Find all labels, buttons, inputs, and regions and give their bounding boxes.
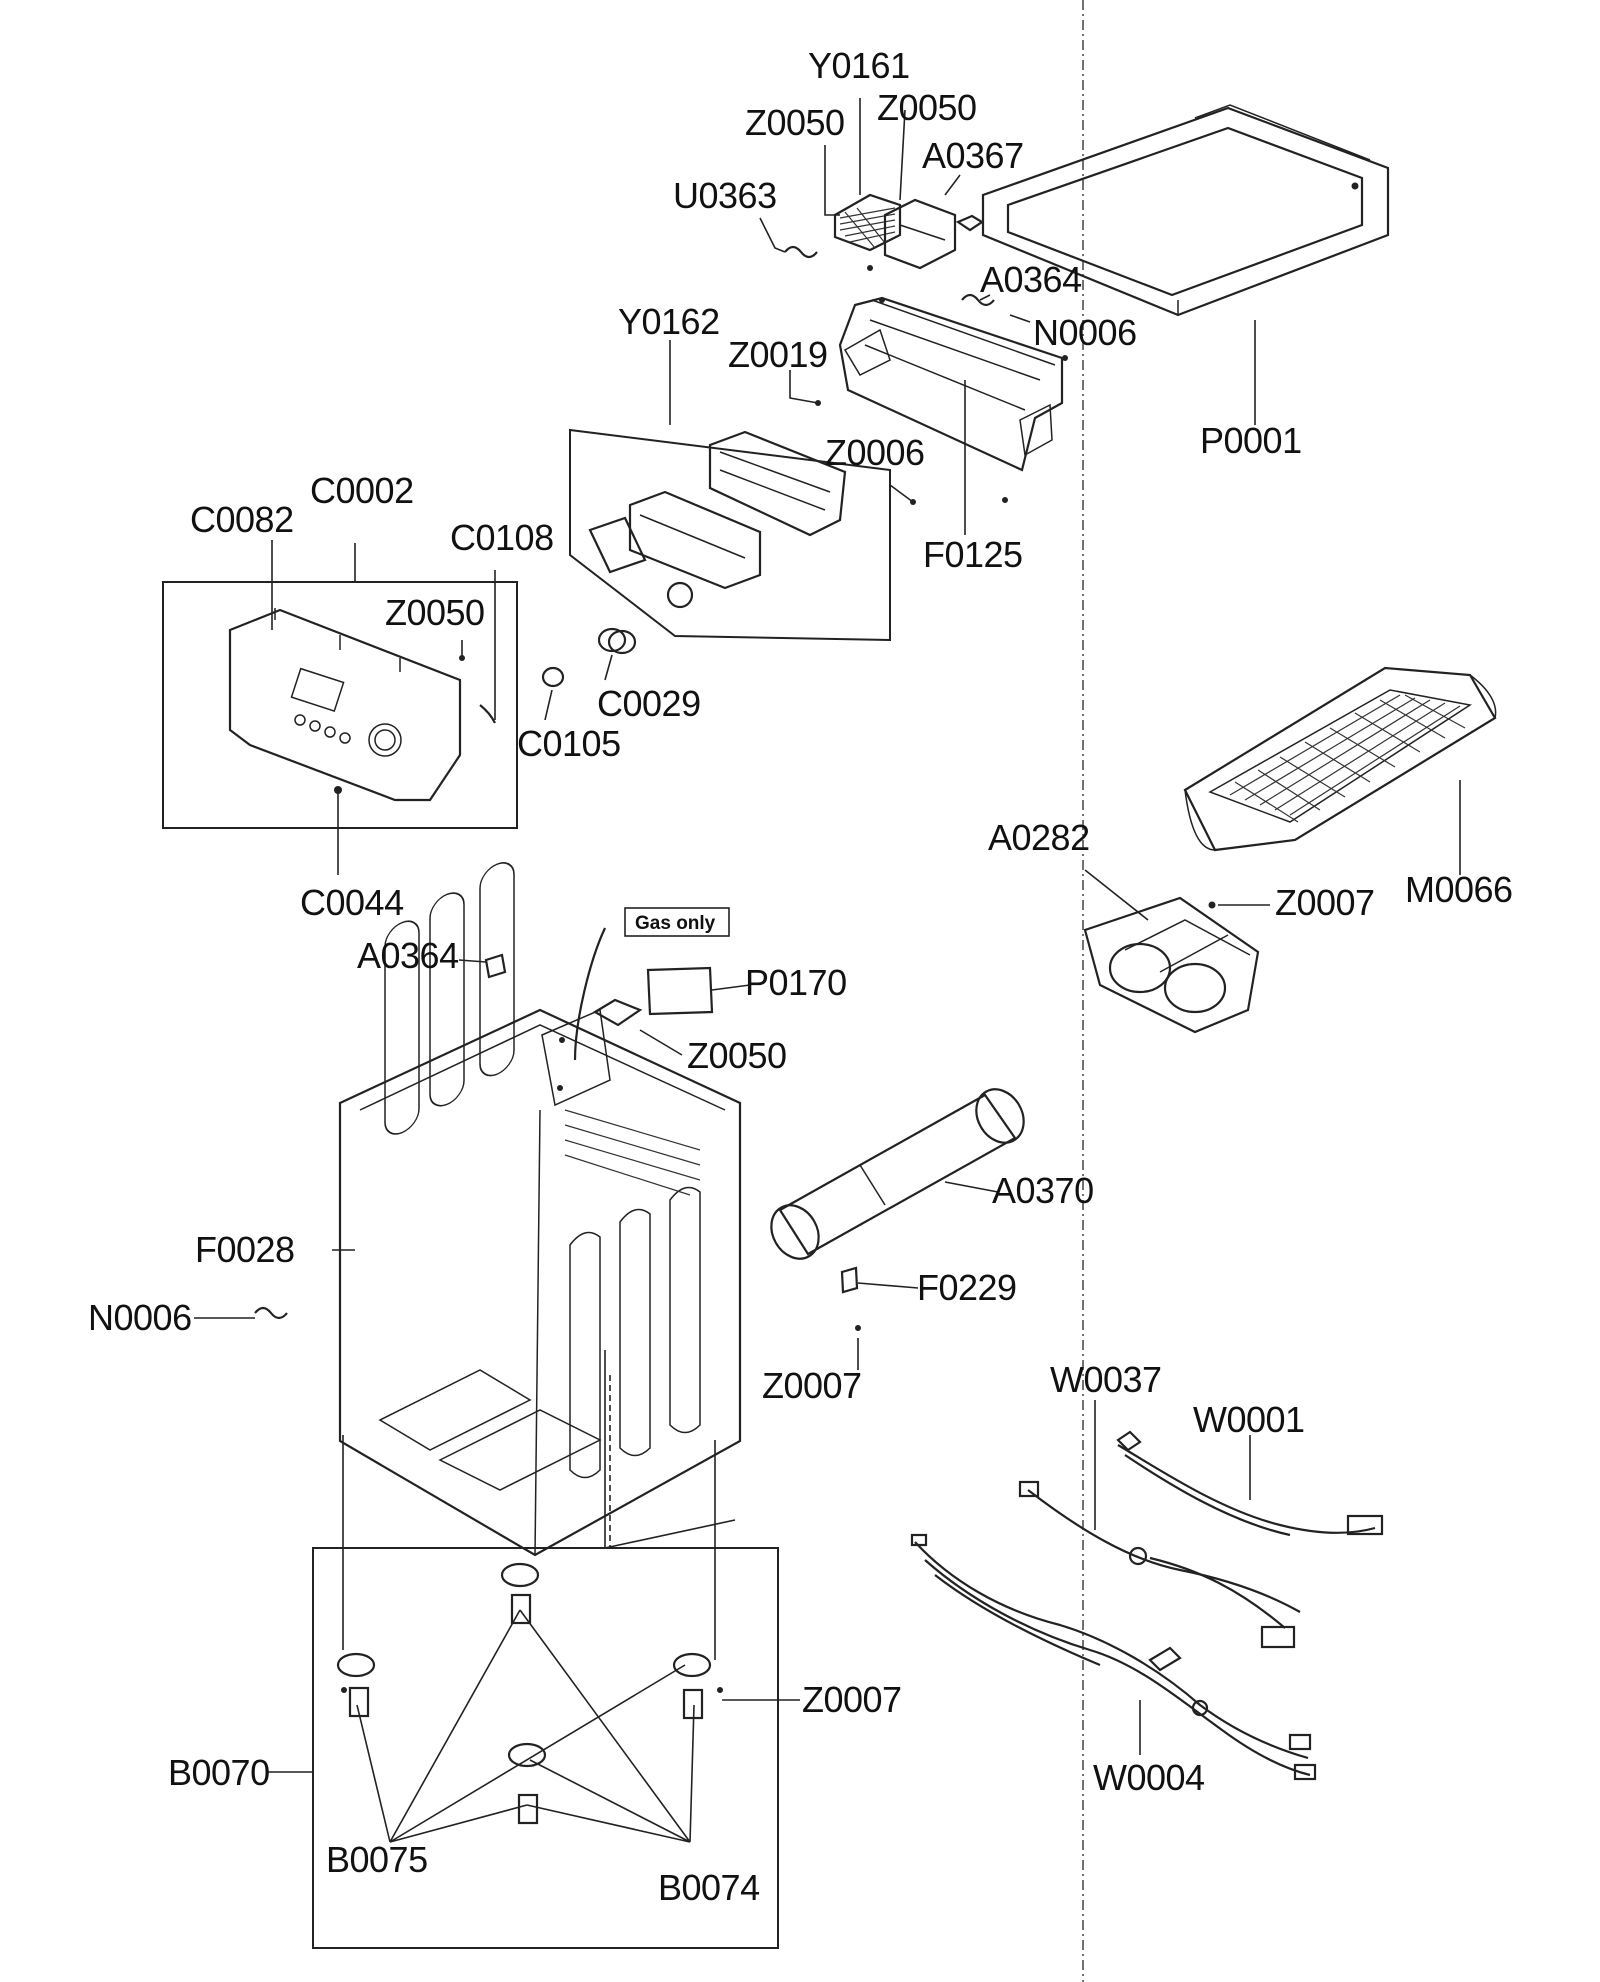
wire-clip-part <box>254 245 995 1320</box>
label-n0006-top: N0006 <box>1033 312 1137 353</box>
label-c0082: C0082 <box>190 499 294 540</box>
label-a0282: A0282 <box>988 817 1090 858</box>
gas-only-box <box>624 907 730 937</box>
lint-filter-part <box>1183 666 1497 852</box>
leveling-feet-part <box>336 1562 723 1825</box>
pcb-assembly-part <box>588 430 916 609</box>
label-z0019: Z0019 <box>728 334 828 375</box>
label-n0006-left: N0006 <box>88 1297 192 1338</box>
control-knob-part <box>541 627 637 688</box>
wire-harness-part <box>910 1430 1384 1781</box>
leader-lines <box>194 98 1461 1773</box>
label-u0363: U0363 <box>673 175 777 216</box>
part-labels: Y0161 Z0050 Z0050 A0367 U0363 A0364 N000… <box>88 45 1513 1908</box>
label-b0075: B0075 <box>326 1839 428 1880</box>
control-frame-part <box>815 265 1068 503</box>
gas-only-label: Gas only <box>635 913 716 934</box>
label-a0367: A0367 <box>922 135 1024 176</box>
cabinet-to-base-lines <box>342 1350 736 1660</box>
bracket-f0229-part <box>840 1266 859 1294</box>
label-a0364-top: A0364 <box>980 259 1082 300</box>
small-bracket-part <box>484 953 507 979</box>
filter-grille-part <box>833 193 985 270</box>
label-z0007-duct: Z0007 <box>1275 882 1375 923</box>
feet-leader-lines <box>356 1609 695 1843</box>
gasket-part <box>592 998 643 1027</box>
label-z0050-top-left: Z0050 <box>745 102 845 143</box>
label-z0007-base: Z0007 <box>802 1679 902 1720</box>
label-y0162: Y0162 <box>618 301 720 342</box>
label-z0050-cabinet: Z0050 <box>687 1035 787 1076</box>
label-z0006: Z0006 <box>825 432 925 473</box>
label-c0108: C0108 <box>450 517 554 558</box>
pcb-assembly-outline <box>569 428 891 642</box>
label-f0028: F0028 <box>195 1229 295 1270</box>
label-z0050-panel: Z0050 <box>385 592 485 633</box>
label-c0105: C0105 <box>517 723 621 764</box>
label-c0029: C0029 <box>597 683 701 724</box>
label-w0004: W0004 <box>1093 1757 1205 1798</box>
base-outline <box>312 1547 779 1949</box>
top-cover-part <box>981 104 1390 317</box>
label-y0161: Y0161 <box>808 45 910 86</box>
duct-part <box>1083 896 1260 1034</box>
label-f0125: F0125 <box>923 534 1023 575</box>
label-z0050-top-right: Z0050 <box>877 87 977 128</box>
label-z0007-cabinet: Z0007 <box>762 1365 862 1406</box>
label-b0074: B0074 <box>658 1867 760 1908</box>
label-a0370: A0370 <box>992 1170 1094 1211</box>
label-m0066: M0066 <box>1405 869 1513 910</box>
label-w0037: W0037 <box>1050 1359 1162 1400</box>
control-panel-outline <box>162 581 518 829</box>
label-p0001: P0001 <box>1200 420 1302 461</box>
label-b0070: B0070 <box>168 1752 270 1793</box>
gas-line <box>573 927 606 1061</box>
exhaust-tube-part <box>770 1088 1025 1260</box>
control-panel-part <box>228 608 496 802</box>
label-p0170: P0170 <box>745 962 847 1003</box>
label-plate-part <box>646 966 714 1016</box>
label-a0364-cabinet: A0364 <box>357 935 459 976</box>
label-c0044: C0044 <box>300 882 404 923</box>
cabinet-part <box>338 862 742 1557</box>
label-f0229: F0229 <box>917 1267 1017 1308</box>
label-c0002: C0002 <box>310 470 414 511</box>
label-w0001: W0001 <box>1193 1399 1305 1440</box>
